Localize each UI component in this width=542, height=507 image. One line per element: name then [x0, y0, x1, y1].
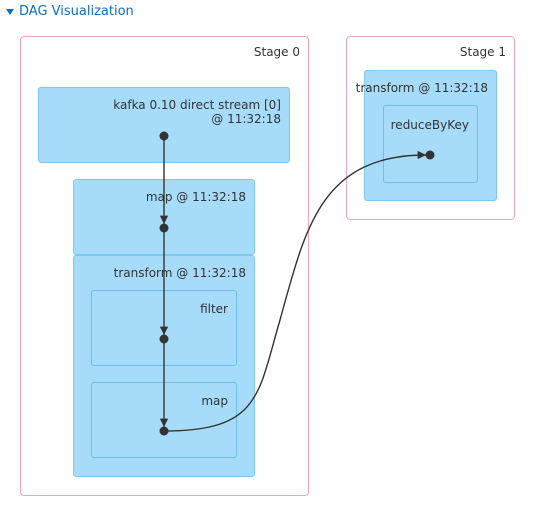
reducebykey-cluster-label: reduceByKey [390, 118, 469, 132]
dag-visualization-title[interactable]: DAG Visualization [19, 3, 134, 19]
stage-0-label: Stage 0 [253, 45, 300, 59]
transform-cluster-stage1-label: transform @ 11:32:18 [355, 81, 488, 95]
map-inner-cluster[interactable]: map [91, 382, 237, 458]
filter-cluster-label: filter [200, 302, 228, 316]
filter-cluster[interactable]: filter [91, 290, 237, 366]
transform-cluster-stage0-label: transform @ 11:32:18 [113, 266, 246, 280]
map-cluster[interactable]: map @ 11:32:18 [73, 179, 255, 255]
map-inner-cluster-label: map [201, 394, 228, 408]
dag-visualization-toggle[interactable]: DAG Visualization [6, 2, 134, 20]
kafka-stream-cluster[interactable]: kafka 0.10 direct stream [0] @ 11:32:18 [38, 87, 290, 163]
map-cluster-label: map @ 11:32:18 [145, 190, 246, 204]
reducebykey-cluster[interactable]: reduceByKey [383, 105, 478, 183]
kafka-stream-label-line1: kafka 0.10 direct stream [0] [113, 98, 281, 112]
stage-1-label: Stage 1 [459, 45, 506, 59]
kafka-stream-label: kafka 0.10 direct stream [0] @ 11:32:18 [113, 98, 281, 126]
caret-down-icon[interactable] [6, 8, 14, 15]
kafka-stream-label-line2: @ 11:32:18 [211, 112, 281, 126]
